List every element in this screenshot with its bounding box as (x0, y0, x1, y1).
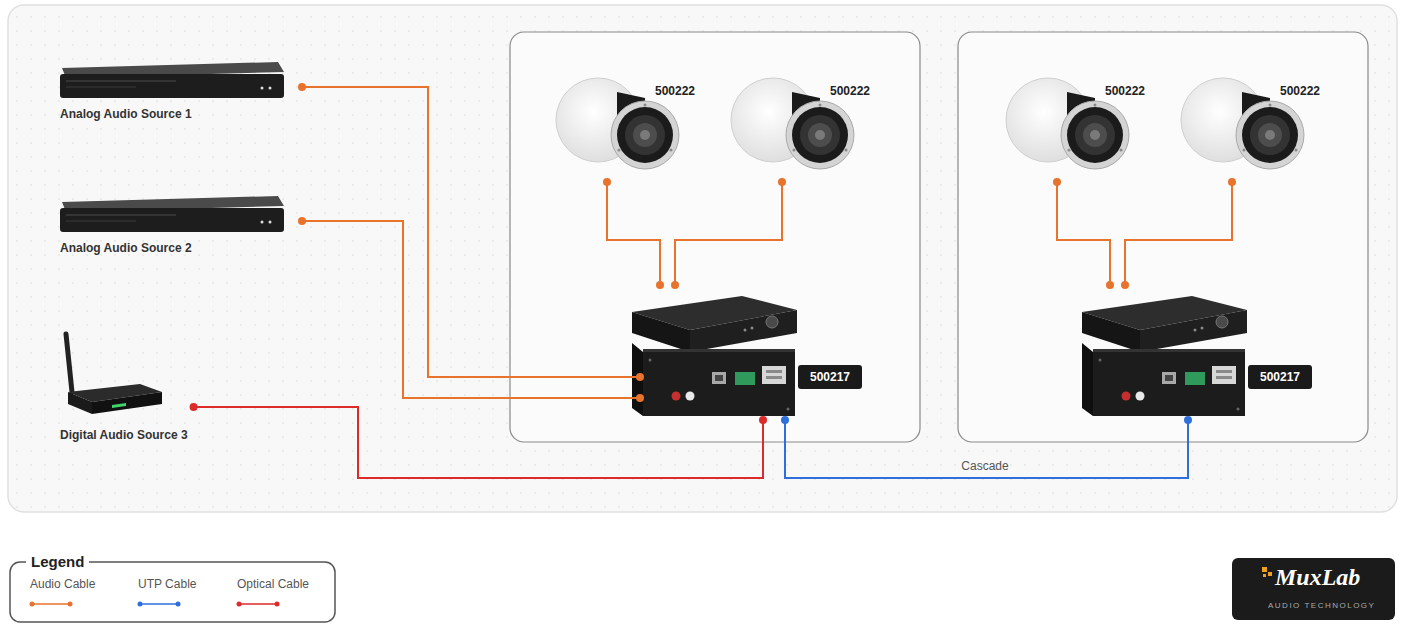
connector-dot (1184, 416, 1192, 424)
amplifier: 500217 (1090, 285, 1332, 420)
logo-mark (1262, 567, 1267, 572)
model-number: 500222 (830, 84, 870, 98)
model-number: 500222 (655, 84, 695, 98)
brand-tagline: AUDIO TECHNOLOGY (1268, 601, 1375, 611)
connector-dot (781, 416, 789, 424)
connector-dot (1106, 281, 1114, 289)
legend-text: UTP Cable (138, 577, 196, 591)
legend-frame (10, 562, 335, 622)
cable-connector (302, 221, 640, 398)
streamer-picture (66, 334, 162, 414)
cable-connector (607, 182, 660, 285)
connector-dot (636, 394, 644, 402)
legend-text: Optical Cable (237, 577, 309, 591)
audio-player-picture (60, 196, 284, 232)
audio-player-picture (60, 62, 284, 98)
device-label: Analog Audio Source 2 (60, 241, 192, 255)
cable-connector (1057, 182, 1110, 285)
cable-connector (302, 87, 640, 377)
logo-mark (1263, 574, 1266, 577)
connector-dot (636, 373, 644, 381)
connector-dot (190, 403, 198, 411)
outer-panel (8, 5, 1397, 512)
audio-source: Analog Audio Source 1 (55, 58, 302, 122)
cable-connector (194, 407, 763, 478)
ceiling-speaker: 500222 (555, 72, 705, 182)
streamer-front (92, 392, 162, 414)
amplifier-picture (1082, 296, 1247, 416)
legend-samples (30, 602, 280, 607)
legend-heading: Legend (26, 553, 89, 571)
model-number: 500217 (1248, 365, 1312, 389)
ceiling-speaker: 500222 (1180, 72, 1330, 182)
legend-dot (30, 602, 35, 607)
streamer-display (112, 403, 126, 408)
connector-dot (1121, 281, 1129, 289)
connector-dot (298, 217, 306, 225)
cable-connector (675, 182, 782, 285)
amplifier: 500217 (640, 285, 882, 420)
amplifier-picture (632, 296, 797, 416)
antenna (66, 334, 72, 392)
legend-dot (138, 602, 143, 607)
connector-dot (778, 178, 786, 186)
zone-panel (510, 32, 920, 442)
ceiling-speaker: 500222 (1005, 72, 1155, 182)
legend-text: Audio Cable (30, 577, 95, 591)
connector-group (190, 83, 1236, 478)
connector-dot (656, 281, 664, 289)
legend-dot (237, 602, 242, 607)
streamer-side (68, 392, 92, 414)
audio-source: Digital Audio Source 3 (55, 325, 194, 443)
zone-panel (958, 32, 1368, 442)
legend-line-sample (140, 603, 178, 605)
legend-line-sample (32, 603, 70, 605)
cable-connector (785, 420, 1188, 478)
legend-line-sample (239, 603, 277, 605)
connector-dot (1228, 178, 1236, 186)
legend-dot (275, 602, 280, 607)
model-number: 500217 (798, 365, 862, 389)
connector-dot (1053, 178, 1061, 186)
connector-dot (298, 83, 306, 91)
brand-logo: MuxLab (1275, 563, 1360, 591)
connector-dot (671, 281, 679, 289)
device-label: Digital Audio Source 3 (60, 428, 188, 442)
model-number: 500222 (1105, 84, 1145, 98)
audio-source: Analog Audio Source 2 (55, 192, 302, 256)
cable-connector (1125, 182, 1232, 285)
connector-label: Cascade (961, 459, 1008, 473)
dot-texture (8, 5, 1397, 512)
device-label: Analog Audio Source 1 (60, 107, 192, 121)
connector-dot (759, 416, 767, 424)
model-number: 500222 (1280, 84, 1320, 98)
logo-plate (1232, 558, 1395, 620)
connector-dot (603, 178, 611, 186)
ceiling-speaker: 500222 (730, 72, 880, 182)
legend-dot (176, 602, 181, 607)
legend-dot (68, 602, 73, 607)
logo-mark (1268, 572, 1272, 576)
